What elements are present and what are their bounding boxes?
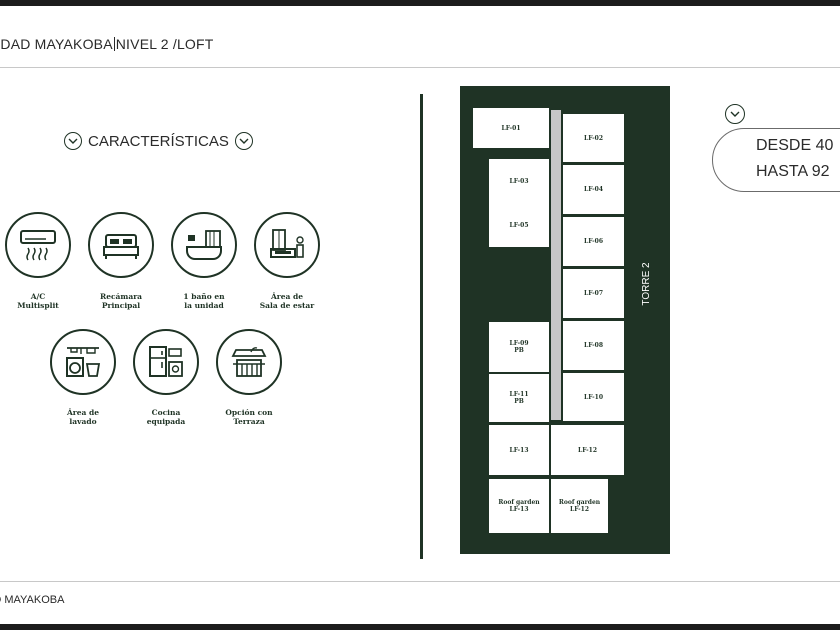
unit-lf-12[interactable]: LF-12	[551, 425, 624, 475]
corridor	[551, 110, 561, 420]
laundry-icon	[50, 329, 116, 395]
bed-icon	[88, 212, 154, 278]
unit-lf-10[interactable]: LF-10	[563, 373, 624, 421]
unit-lf-06[interactable]: LF-06	[563, 217, 624, 266]
unit-lf-01[interactable]: LF-01	[473, 108, 549, 148]
unit-lf-04[interactable]: LF-04	[563, 165, 624, 214]
breadcrumb-divider	[113, 37, 115, 51]
chevron-down-icon[interactable]	[725, 104, 745, 124]
footer-text: AD MAYAKOBA	[0, 594, 65, 606]
footer-divider	[0, 581, 840, 582]
unit-lf-13[interactable]: LF-13	[489, 425, 549, 475]
price-to: HASTA 92	[756, 163, 830, 180]
tower-label: TORRE 2	[640, 262, 652, 306]
unit-lf-08[interactable]: LF-08	[563, 321, 624, 370]
header-divider	[0, 67, 840, 68]
unit-lf-07[interactable]: LF-07	[563, 269, 624, 318]
section-divider	[420, 94, 423, 559]
price-from: DESDE 40	[756, 137, 834, 154]
bathroom-icon	[171, 212, 237, 278]
unit-lf-05[interactable]: LF-05	[489, 203, 549, 247]
chevron-down-icon[interactable]	[234, 132, 253, 150]
chevron-down-icon[interactable]	[64, 132, 82, 150]
features-heading: CARACTERÍSTICAS	[64, 132, 253, 150]
living-room-icon	[254, 212, 320, 278]
breadcrumb-project[interactable]: IUDAD MAYAKOBA	[0, 36, 113, 52]
air-conditioner-icon	[5, 212, 71, 278]
kitchen-icon	[133, 329, 199, 395]
unit-lf-02[interactable]: LF-02	[563, 114, 624, 162]
unit-lf-03[interactable]: LF-03	[489, 159, 549, 203]
terrace-icon	[216, 329, 282, 395]
price-range-box	[712, 128, 840, 192]
features-title: CARACTERÍSTICAS	[88, 132, 229, 150]
breadcrumb-level[interactable]: NIVEL 2 /LOFT	[115, 36, 214, 52]
